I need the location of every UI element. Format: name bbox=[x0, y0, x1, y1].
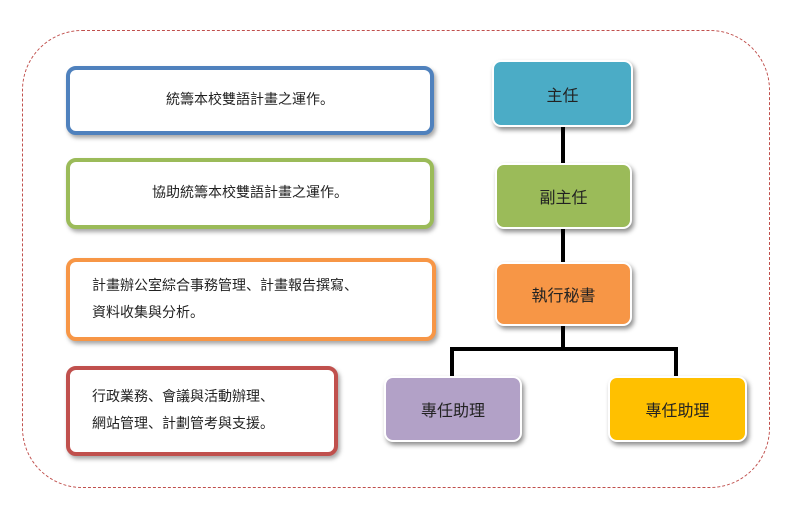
director-label: 主任 bbox=[546, 85, 579, 105]
description-line: 統籌本校雙語計畫之運作。 bbox=[166, 92, 334, 109]
assistant-node-2: 專任助理 bbox=[608, 376, 747, 442]
description-line: 計畫辦公室綜合事務管理、計畫報告撰寫、 bbox=[92, 277, 358, 294]
assistant-node-1: 專任助理 bbox=[384, 376, 522, 442]
director-node: 主任 bbox=[492, 60, 633, 127]
secretary-description: 計畫辦公室綜合事務管理、計畫報告撰寫、 資料收集與分析。 bbox=[66, 258, 436, 341]
executive-secretary-node: 執行秘書 bbox=[495, 262, 632, 326]
connector-assistant-1 bbox=[450, 347, 454, 376]
description-line: 行政業務、會議與活動辦理、 bbox=[92, 389, 274, 406]
assistant-description: 行政業務、會議與活動辦理、 網站管理、計劃管考與支援。 bbox=[66, 366, 338, 456]
deputy-director-node: 副主任 bbox=[495, 163, 632, 229]
executive-secretary-label: 執行秘書 bbox=[531, 286, 596, 305]
connector-assistant-2 bbox=[674, 347, 678, 376]
description-line: 資料收集與分析。 bbox=[92, 304, 204, 321]
description-line: 協助統籌本校雙語計畫之運作。 bbox=[152, 185, 348, 202]
connector-secretary-branch bbox=[561, 326, 565, 349]
dashed-frame bbox=[22, 30, 770, 488]
director-description: 統籌本校雙語計畫之運作。 bbox=[66, 66, 434, 135]
deputy-director-label: 副主任 bbox=[539, 188, 588, 207]
connector-director-deputy bbox=[561, 127, 565, 163]
deputy-description: 協助統籌本校雙語計畫之運作。 bbox=[66, 158, 434, 229]
connector-horizontal bbox=[450, 347, 678, 351]
assistant-label: 專任助理 bbox=[420, 401, 485, 420]
assistant-label: 專任助理 bbox=[645, 401, 710, 420]
description-line: 網站管理、計劃管考與支援。 bbox=[92, 416, 274, 432]
connector-deputy-secretary bbox=[561, 229, 565, 262]
